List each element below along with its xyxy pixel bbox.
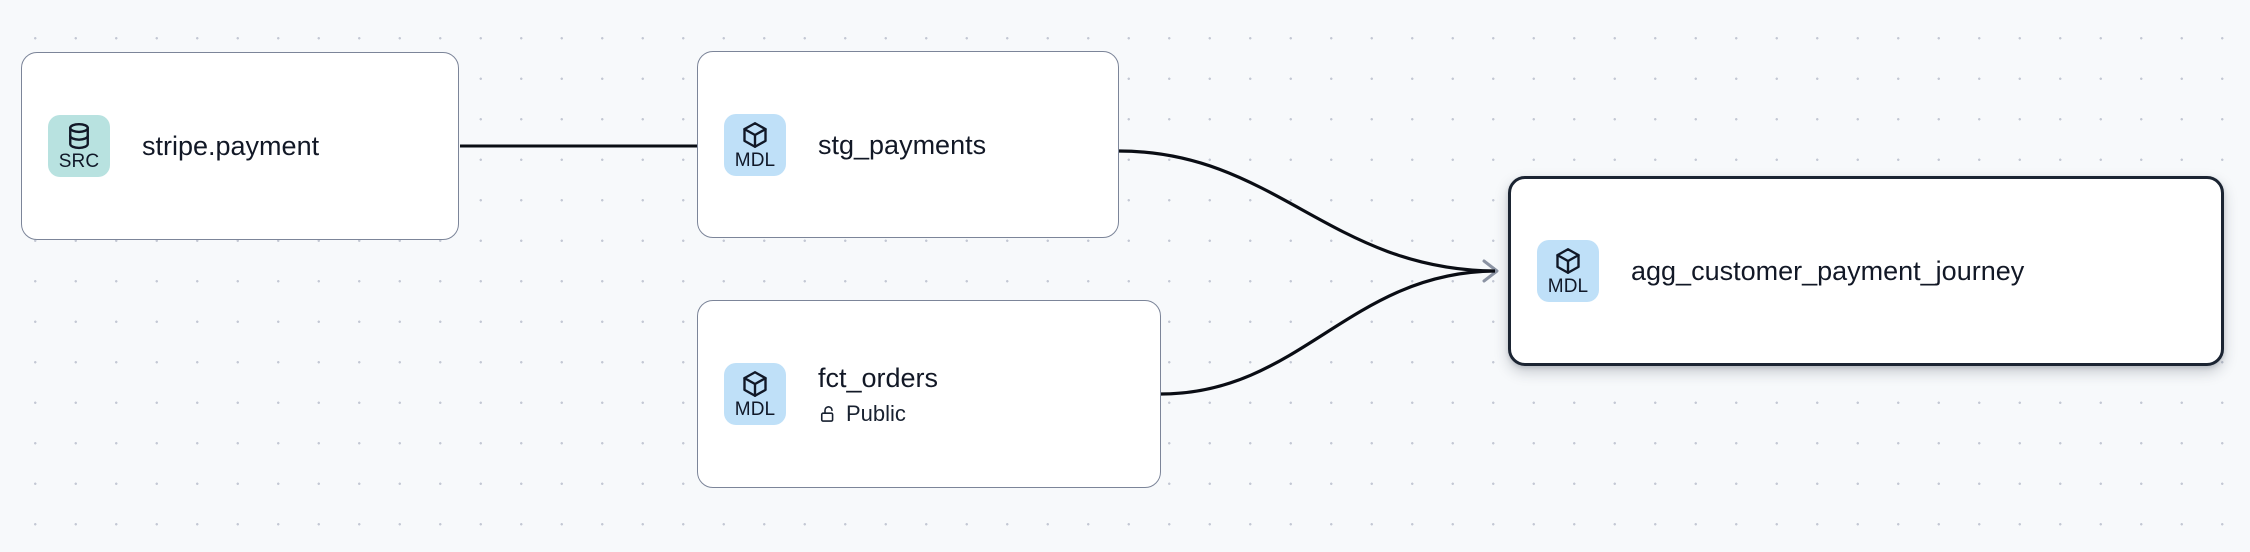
node-title: fct_orders <box>818 362 939 393</box>
arrowhead-icon <box>1482 259 1499 283</box>
edge-fct-orders-to-agg-customer <box>1160 269 1496 396</box>
node-fct-orders[interactable]: MDL fct_orders Public <box>697 300 1161 488</box>
cube-icon <box>740 120 770 150</box>
node-visibility: Public <box>818 401 938 427</box>
node-badge-mdl: MDL <box>724 113 786 176</box>
node-badge-mdl: MDL <box>724 363 786 425</box>
cube-icon <box>1553 246 1583 276</box>
node-badge-label: MDL <box>734 399 776 420</box>
node-body: agg_customer_payment_journey <box>1631 255 2024 287</box>
node-body: stg_payments <box>818 129 986 161</box>
node-title: stripe.payment <box>142 131 320 161</box>
node-agg-customer-payment-journey[interactable]: MDL agg_customer_payment_journey <box>1508 176 2224 366</box>
node-badge-label: MDL <box>1547 276 1589 297</box>
node-badge-label: MDL <box>734 149 776 171</box>
node-body: fct_orders Public <box>818 362 938 427</box>
node-body: stripe.payment <box>142 130 319 162</box>
node-title: agg_customer_payment_journey <box>1631 256 2025 286</box>
node-stg-payments[interactable]: MDL stg_payments <box>697 51 1119 238</box>
node-badge-src: SRC <box>48 115 110 177</box>
node-badge-label: SRC <box>58 151 100 172</box>
node-title: stg_payments <box>818 129 987 160</box>
edge-stg-payments-to-agg-customer <box>1118 149 1499 283</box>
unlock-icon <box>818 404 838 424</box>
node-badge-mdl: MDL <box>1537 240 1599 302</box>
node-visibility-label: Public <box>846 400 906 426</box>
database-icon <box>64 121 94 151</box>
cube-icon <box>740 369 770 399</box>
node-stripe-payment[interactable]: SRC stripe.payment <box>21 52 459 240</box>
